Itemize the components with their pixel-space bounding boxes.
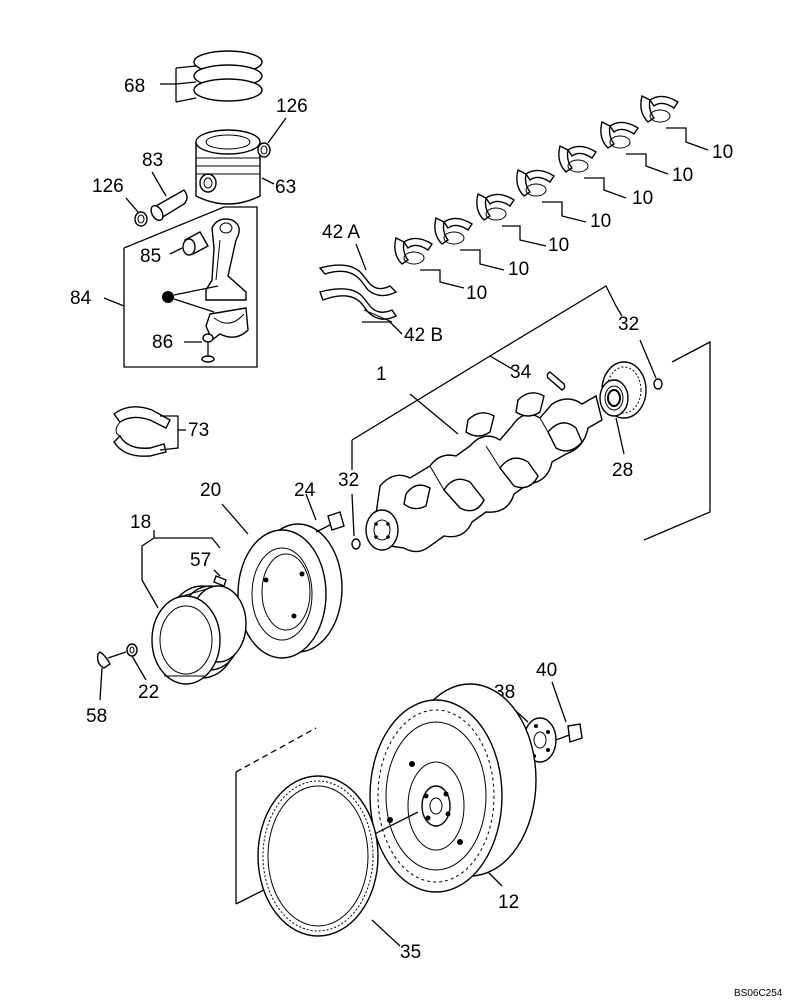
leader-83	[151, 171, 167, 197]
crank-pulley[interactable]	[151, 585, 247, 685]
label-35: 35	[400, 942, 421, 963]
main-bearing-1	[394, 236, 433, 265]
pulley-bolt[interactable]	[96, 651, 127, 669]
connecting-rod[interactable]	[205, 218, 249, 342]
label-28: 28	[612, 460, 633, 481]
leader-22	[131, 655, 147, 681]
label-12: 12	[498, 892, 519, 913]
leader-32-lower	[351, 493, 355, 537]
main-bearing-6	[600, 120, 639, 149]
label-10-1: 10	[466, 283, 487, 304]
label-10-3: 10	[548, 235, 569, 256]
piston[interactable]	[195, 129, 261, 205]
label-20: 20	[200, 480, 221, 501]
leader-126-upper	[267, 117, 287, 144]
leader-58	[99, 667, 103, 701]
rod-bolt[interactable]	[201, 333, 215, 363]
label-126-upper: 126	[276, 96, 308, 117]
crankshaft[interactable]	[365, 392, 603, 553]
main-bearing-row[interactable]	[394, 94, 679, 265]
thrust-washer-upper[interactable]	[318, 264, 398, 297]
bearing-leaders	[420, 127, 709, 289]
main-bearing-3	[476, 192, 515, 221]
label-58: 58	[86, 706, 107, 727]
connecting-rod-assembly-box	[123, 206, 258, 368]
label-85: 85	[140, 246, 161, 267]
dowel-pin-upper[interactable]	[653, 378, 663, 390]
label-10-5: 10	[632, 188, 653, 209]
leader-84	[103, 297, 125, 307]
thrust-bearing-73[interactable]	[113, 406, 171, 457]
dowel-pin-lower[interactable]	[351, 538, 361, 550]
label-63: 63	[275, 177, 296, 198]
leader-35	[371, 919, 401, 947]
leader-63	[261, 177, 275, 185]
piston-pin[interactable]	[149, 189, 188, 222]
circlip-lower[interactable]	[134, 211, 148, 227]
label-22: 22	[138, 682, 159, 703]
leader-40	[551, 681, 567, 723]
label-57: 57	[190, 550, 211, 571]
leader-42b	[362, 321, 403, 335]
flywheel[interactable]	[369, 683, 537, 893]
label-32-lower: 32	[338, 470, 359, 491]
label-40: 40	[536, 660, 557, 681]
label-73: 73	[188, 420, 209, 441]
ring-gear[interactable]	[257, 775, 379, 937]
label-1: 1	[376, 364, 387, 385]
label-10-6: 10	[672, 165, 693, 186]
drawing-code: BS06C254	[734, 988, 783, 999]
leader-24	[305, 493, 317, 521]
label-83: 83	[142, 150, 163, 171]
label-10-7: 10	[712, 142, 733, 163]
piston-rings[interactable]	[193, 50, 263, 102]
damper-bolt[interactable]	[315, 511, 345, 533]
label-42b: 42 B	[404, 325, 443, 346]
label-32-upper: 32	[618, 314, 639, 335]
crankshaft-bracket	[351, 285, 711, 541]
label-10-2: 10	[508, 259, 529, 280]
flywheel-bolt[interactable]	[555, 723, 583, 743]
leader-85	[169, 247, 183, 255]
main-bearing-7	[640, 94, 679, 123]
vibration-damper[interactable]	[237, 523, 343, 659]
label-18: 18	[130, 512, 151, 533]
key-pin[interactable]	[546, 371, 566, 391]
small-end-bushing[interactable]	[182, 231, 209, 256]
label-24: 24	[294, 480, 316, 501]
main-bearing-4	[516, 168, 555, 197]
leader-57	[213, 569, 221, 577]
label-86: 86	[152, 332, 173, 353]
thrust-washer-lower[interactable]	[319, 288, 398, 323]
label-42a: 42 A	[322, 222, 360, 243]
leader-28	[615, 417, 625, 455]
leader-126-lower	[125, 197, 139, 213]
pulley-washer[interactable]	[126, 643, 138, 657]
leader-20	[221, 503, 249, 535]
label-68: 68	[124, 76, 145, 97]
leader-12	[487, 871, 503, 887]
leader-68	[160, 65, 197, 103]
pulley-pin[interactable]	[213, 575, 227, 587]
leader-42a	[355, 243, 367, 271]
main-bearing-2	[434, 216, 473, 245]
label-34: 34	[510, 362, 532, 383]
bracket-18	[141, 530, 221, 609]
circlip-upper[interactable]	[257, 142, 271, 158]
leader-32-upper	[639, 339, 657, 379]
bullet-marker	[162, 291, 174, 303]
label-10-4: 10	[590, 211, 611, 232]
crank-gear[interactable]	[599, 361, 647, 419]
leader-73	[159, 415, 186, 451]
leader-bullet-2	[173, 298, 215, 313]
main-bearing-5	[558, 144, 597, 173]
label-126-lower: 126	[92, 176, 124, 197]
leader-bullet-1	[173, 285, 219, 296]
label-84: 84	[70, 288, 92, 309]
